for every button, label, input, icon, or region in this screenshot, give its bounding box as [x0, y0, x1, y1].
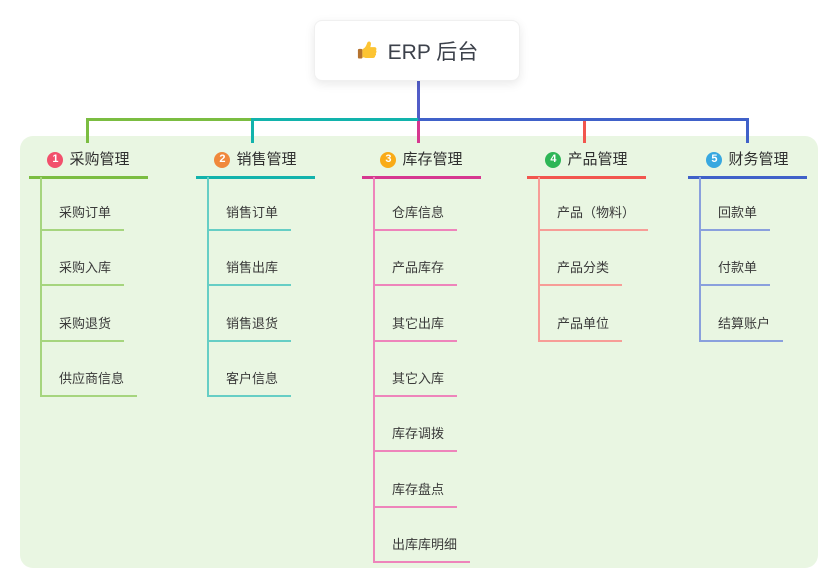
branch-title: 财务管理	[728, 151, 789, 168]
connector-segment-purchase	[87, 118, 253, 121]
connector-segment-finance	[418, 118, 749, 121]
child-node[interactable]: 库存调拨	[375, 425, 458, 452]
branch-title: 销售管理	[236, 151, 297, 168]
connector-drop-4	[583, 121, 586, 143]
connector-drop-2	[251, 118, 254, 143]
branch-node-finance: 5 财务管理 回款单付款单结算账户	[688, 149, 807, 342]
branch-header[interactable]: 3 库存管理	[362, 149, 481, 179]
child-node[interactable]: 结算账户	[701, 315, 784, 342]
child-node[interactable]: 产品分类	[540, 259, 623, 286]
child-node[interactable]: 其它出库	[375, 315, 458, 342]
child-node[interactable]: 出库库明细	[375, 536, 471, 563]
branch-node-product: 4 产品管理 产品（物料） 产品分类产品单位	[527, 149, 649, 342]
child-node[interactable]: 产品单位	[540, 315, 623, 342]
branch-header[interactable]: 2 销售管理	[196, 149, 315, 179]
connector-drop-5	[746, 118, 749, 143]
child-node[interactable]: 回款单	[701, 204, 771, 231]
mindmap-panel	[20, 136, 818, 568]
branch-children: 采购订单采购入库采购退货供应商信息	[40, 177, 138, 397]
branch-node-inventory: 3 库存管理 仓库信息产品库存其它出库其它入库库存调拨库存盘点出库库明细	[362, 149, 481, 563]
connector-segment-sales	[253, 118, 418, 121]
branch-title: 库存管理	[402, 151, 463, 168]
branch-node-sales: 2 销售管理 销售订单销售出库销售退货客户信息	[196, 149, 315, 397]
connector-root-line	[417, 81, 420, 121]
child-node[interactable]: 采购入库	[42, 259, 125, 286]
connector-drop-3	[417, 121, 420, 143]
connector-drop-1	[86, 118, 89, 143]
child-node[interactable]: 产品（物料）	[540, 204, 649, 231]
branch-children: 销售订单销售出库销售退货客户信息	[207, 177, 292, 397]
thumbs-up-icon	[357, 41, 377, 59]
branch-badge: 1	[47, 151, 64, 168]
branch-children: 产品（物料） 产品分类产品单位	[538, 177, 649, 342]
branch-children: 仓库信息产品库存其它出库其它入库库存调拨库存盘点出库库明细	[373, 177, 471, 563]
branch-header[interactable]: 4 产品管理	[527, 149, 646, 179]
child-node[interactable]: 采购订单	[42, 204, 125, 231]
child-node[interactable]: 仓库信息	[375, 204, 458, 231]
branch-badge: 4	[545, 151, 562, 168]
branch-badge: 2	[214, 151, 231, 168]
root-title: ERP 后台	[387, 40, 479, 64]
branch-badge: 5	[706, 151, 723, 168]
branch-title: 采购管理	[69, 151, 130, 168]
branch-node-purchase: 1 采购管理 采购订单采购入库采购退货供应商信息	[29, 149, 148, 397]
branch-badge: 3	[380, 151, 397, 168]
child-node[interactable]: 销售退货	[209, 315, 292, 342]
root-node[interactable]: ERP 后台	[314, 20, 520, 81]
child-node[interactable]: 客户信息	[209, 370, 292, 397]
child-node[interactable]: 产品库存	[375, 259, 458, 286]
child-node[interactable]: 付款单	[701, 259, 771, 286]
branch-title: 产品管理	[567, 151, 628, 168]
child-node[interactable]: 销售出库	[209, 259, 292, 286]
child-node[interactable]: 销售订单	[209, 204, 292, 231]
child-node[interactable]: 采购退货	[42, 315, 125, 342]
child-node[interactable]: 库存盘点	[375, 481, 458, 508]
child-node[interactable]: 其它入库	[375, 370, 458, 397]
branch-header[interactable]: 5 财务管理	[688, 149, 807, 179]
child-node[interactable]: 供应商信息	[42, 370, 138, 397]
branch-header[interactable]: 1 采购管理	[29, 149, 148, 179]
branch-children: 回款单付款单结算账户	[699, 177, 784, 342]
